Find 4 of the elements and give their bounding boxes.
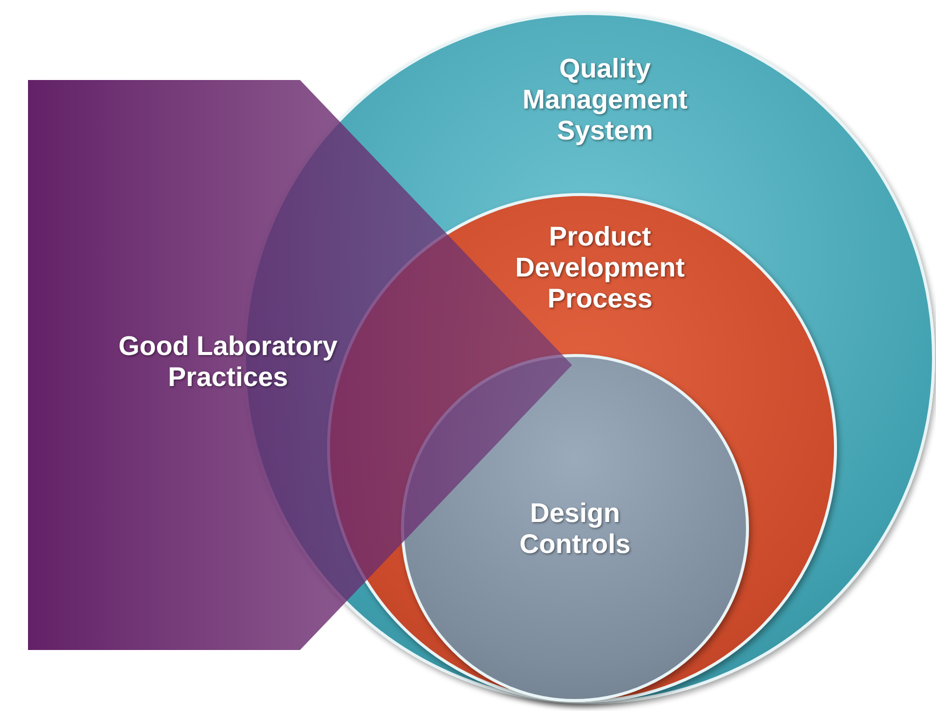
- node-label: Quality Management System: [521, 54, 689, 146]
- node-label: Design Controls: [518, 498, 632, 560]
- node-label: Product Development Process: [514, 222, 686, 314]
- node-label: Good Laboratory Practices: [117, 331, 338, 393]
